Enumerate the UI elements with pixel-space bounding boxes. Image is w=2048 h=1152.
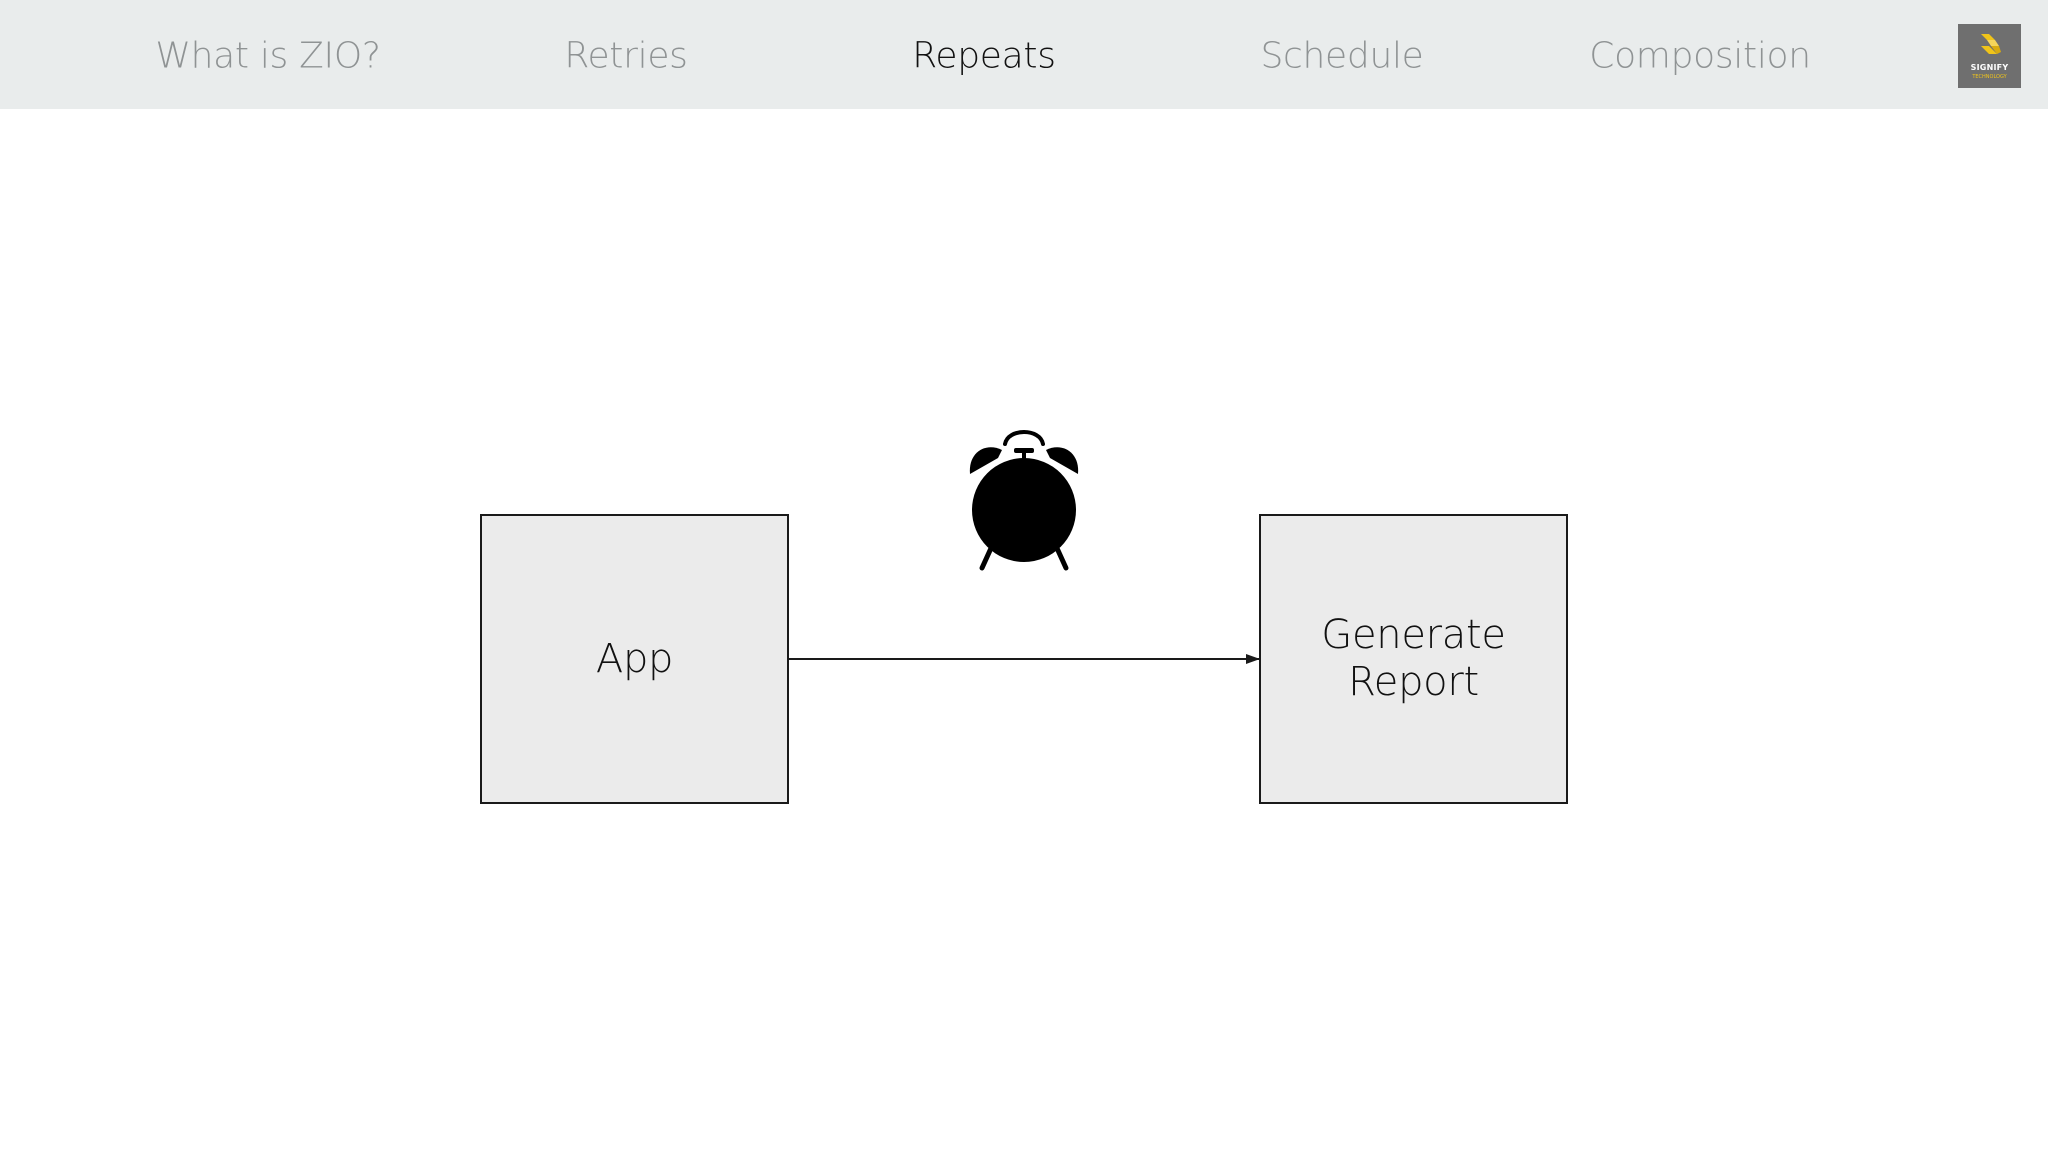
signify-logo-mark-icon <box>1981 34 2001 54</box>
logo-subtext: TECHNOLOGY <box>1972 74 2007 80</box>
node-generate-report: Generate Report <box>1259 514 1568 804</box>
alarm-clock-icon <box>969 430 1079 571</box>
top-navigation-bar: What is ZIO? Retries Repeats Schedule Co… <box>0 0 2048 109</box>
node-app: App <box>480 514 789 804</box>
tab-schedule[interactable]: Schedule <box>1260 35 1424 77</box>
tab-composition[interactable]: Composition <box>1589 35 1811 77</box>
tab-what-is-zio[interactable]: What is ZIO? <box>155 35 381 77</box>
signify-logo[interactable]: SIGNIFY TECHNOLOGY <box>1958 24 2021 88</box>
tab-repeats[interactable]: Repeats <box>912 35 1056 77</box>
node-report-label-line-2: Report <box>1348 659 1479 705</box>
node-app-label: App <box>595 635 674 682</box>
node-report-label: Generate Report <box>1321 612 1506 706</box>
logo-text: SIGNIFY <box>1970 63 2009 72</box>
tab-retries[interactable]: Retries <box>564 35 688 77</box>
node-report-label-line-1: Generate <box>1321 612 1506 658</box>
